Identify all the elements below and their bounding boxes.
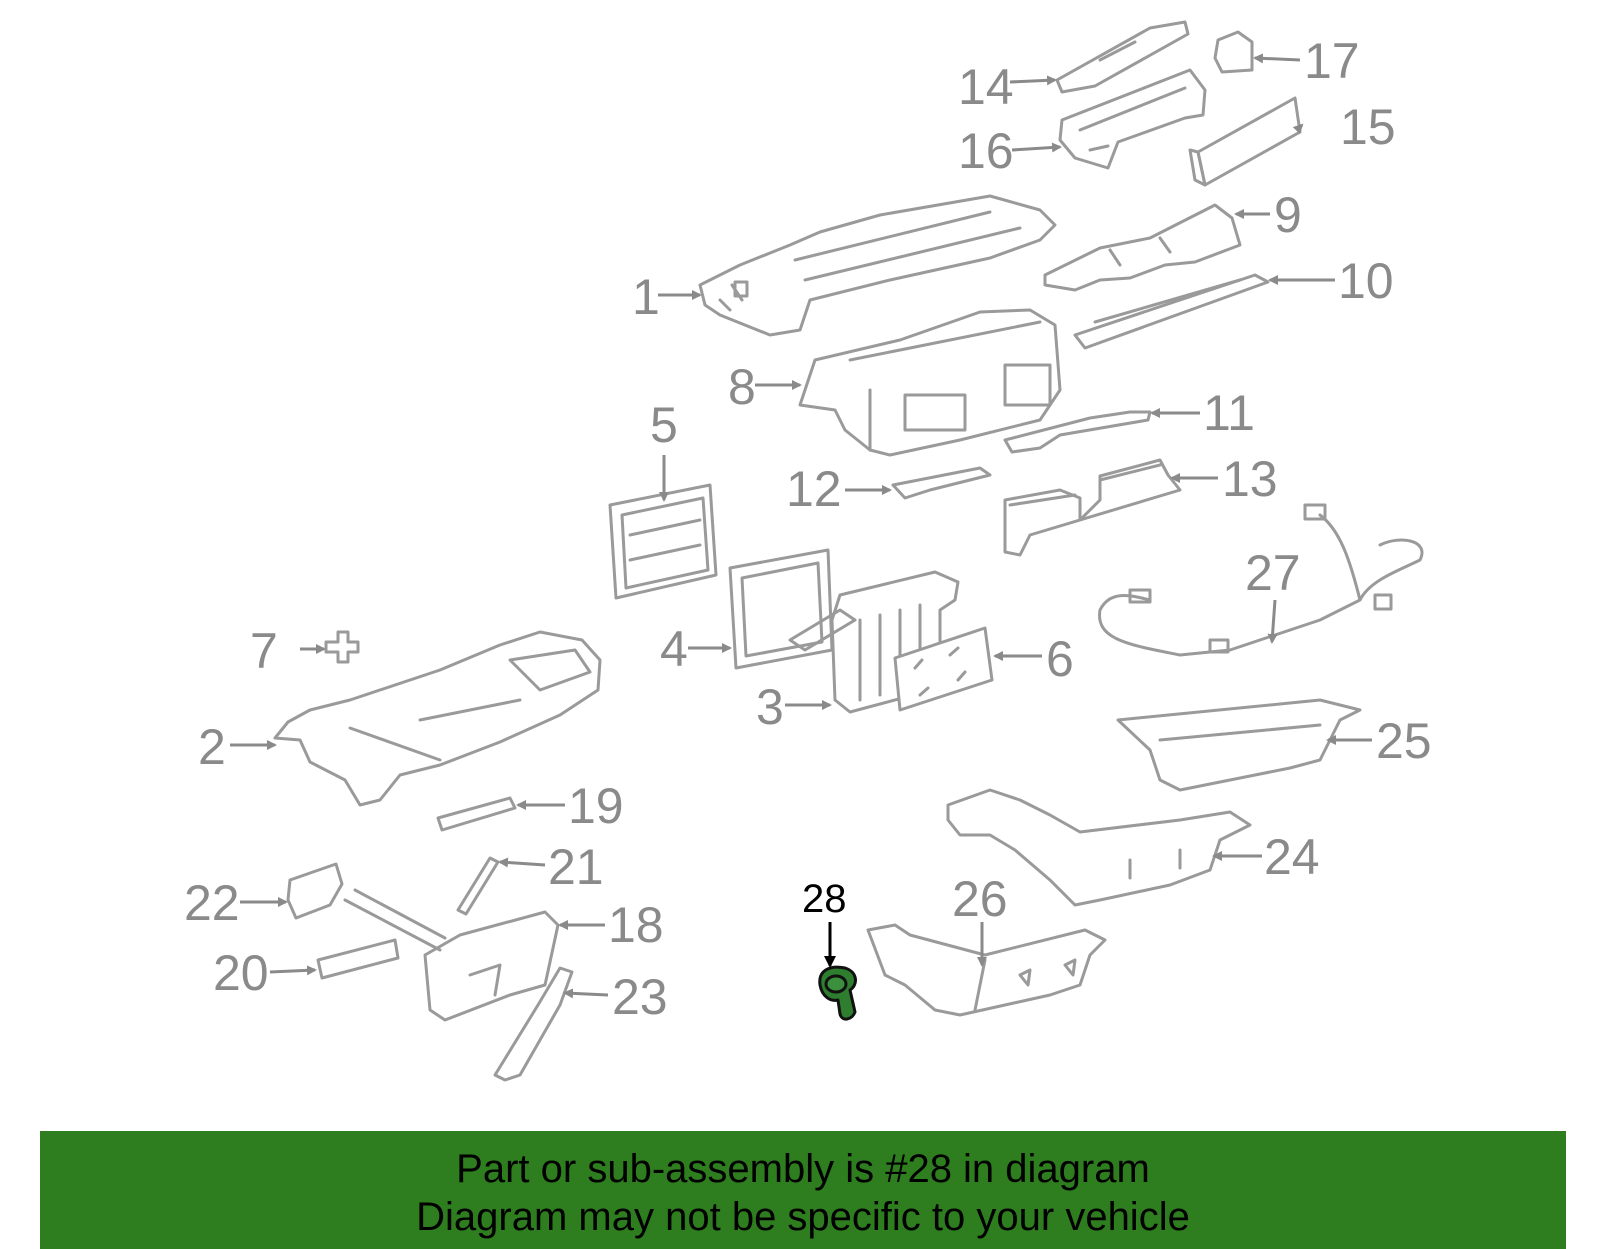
part-14-duct-strip[interactable] xyxy=(1055,20,1190,94)
part-16-duct[interactable] xyxy=(1058,68,1207,170)
part-22-bracket[interactable] xyxy=(286,862,344,920)
callout-8: 8 xyxy=(728,359,756,415)
part-8-main-housing[interactable] xyxy=(798,308,1062,457)
callout-4: 4 xyxy=(660,621,688,677)
part-19-seal[interactable] xyxy=(436,796,517,832)
callout-10: 10 xyxy=(1338,253,1394,309)
callout-18: 18 xyxy=(608,897,664,953)
callout-9: 9 xyxy=(1274,187,1302,243)
banner-line-part-number: Part or sub-assembly is #28 in diagram xyxy=(456,1147,1150,1191)
callout-16: 16 xyxy=(958,123,1014,179)
part-24-duct[interactable] xyxy=(946,788,1252,907)
callout-17: 17 xyxy=(1304,33,1360,89)
part-5-filter[interactable] xyxy=(608,483,718,600)
part-9-duct[interactable] xyxy=(1043,203,1242,292)
part-25-duct[interactable] xyxy=(1116,698,1362,792)
part-2-lower-housing[interactable] xyxy=(273,630,602,807)
banner-line-disclaimer: Diagram may not be specific to your vehi… xyxy=(416,1195,1190,1239)
callout-5: 5 xyxy=(650,397,678,453)
callout-21: 21 xyxy=(548,839,604,895)
part-7-clip[interactable] xyxy=(324,630,360,664)
callout-23: 23 xyxy=(612,969,668,1025)
callout-11: 11 xyxy=(1203,385,1255,441)
callout-6: 6 xyxy=(1046,631,1074,687)
callout-13: 13 xyxy=(1222,451,1278,507)
callout-7: 7 xyxy=(250,623,278,679)
callout-22: 22 xyxy=(184,875,240,931)
part-13-doors[interactable] xyxy=(1003,458,1182,557)
part-20-seal[interactable] xyxy=(316,938,400,980)
callout-20: 20 xyxy=(213,945,269,1001)
part-17-cap[interactable] xyxy=(1213,30,1254,74)
callout-labels: 14 17 15 16 1 9 10 8 11 12 13 5 4 6 3 7 … xyxy=(184,33,1432,1025)
callout-15: 15 xyxy=(1340,99,1396,155)
part-15-panel[interactable] xyxy=(1188,96,1302,187)
callout-1: 1 xyxy=(632,269,660,325)
callout-26: 26 xyxy=(952,871,1008,927)
part-26-duct[interactable] xyxy=(866,923,1107,1017)
part-10-strip[interactable] xyxy=(1073,273,1270,350)
callout-27: 27 xyxy=(1245,545,1301,601)
leader-lines xyxy=(230,53,1372,999)
part-18-heater-core[interactable] xyxy=(343,888,560,1022)
callout-24: 24 xyxy=(1264,829,1320,885)
part-12-door[interactable] xyxy=(891,466,992,500)
callout-14: 14 xyxy=(958,59,1014,115)
callout-12: 12 xyxy=(786,461,842,517)
callout-28-highlighted: 28 xyxy=(802,877,847,921)
part-11-door[interactable] xyxy=(1003,410,1152,454)
part-6-seal[interactable] xyxy=(893,626,994,712)
callout-19: 19 xyxy=(568,778,624,834)
parts-diagram: 14 17 15 16 1 9 10 8 11 12 13 5 4 6 3 7 … xyxy=(184,20,1432,1082)
info-banner: Part or sub-assembly is #28 in diagram D… xyxy=(40,1131,1566,1249)
part-4-core[interactable] xyxy=(728,548,834,670)
part-1-upper-housing[interactable] xyxy=(698,194,1057,337)
part-21-strip[interactable] xyxy=(456,856,500,916)
callout-3: 3 xyxy=(756,679,784,735)
callout-2: 2 xyxy=(198,719,226,775)
callout-25: 25 xyxy=(1376,713,1432,769)
part-27-harness[interactable] xyxy=(1098,503,1424,657)
part-28-highlighted[interactable] xyxy=(818,965,857,1021)
